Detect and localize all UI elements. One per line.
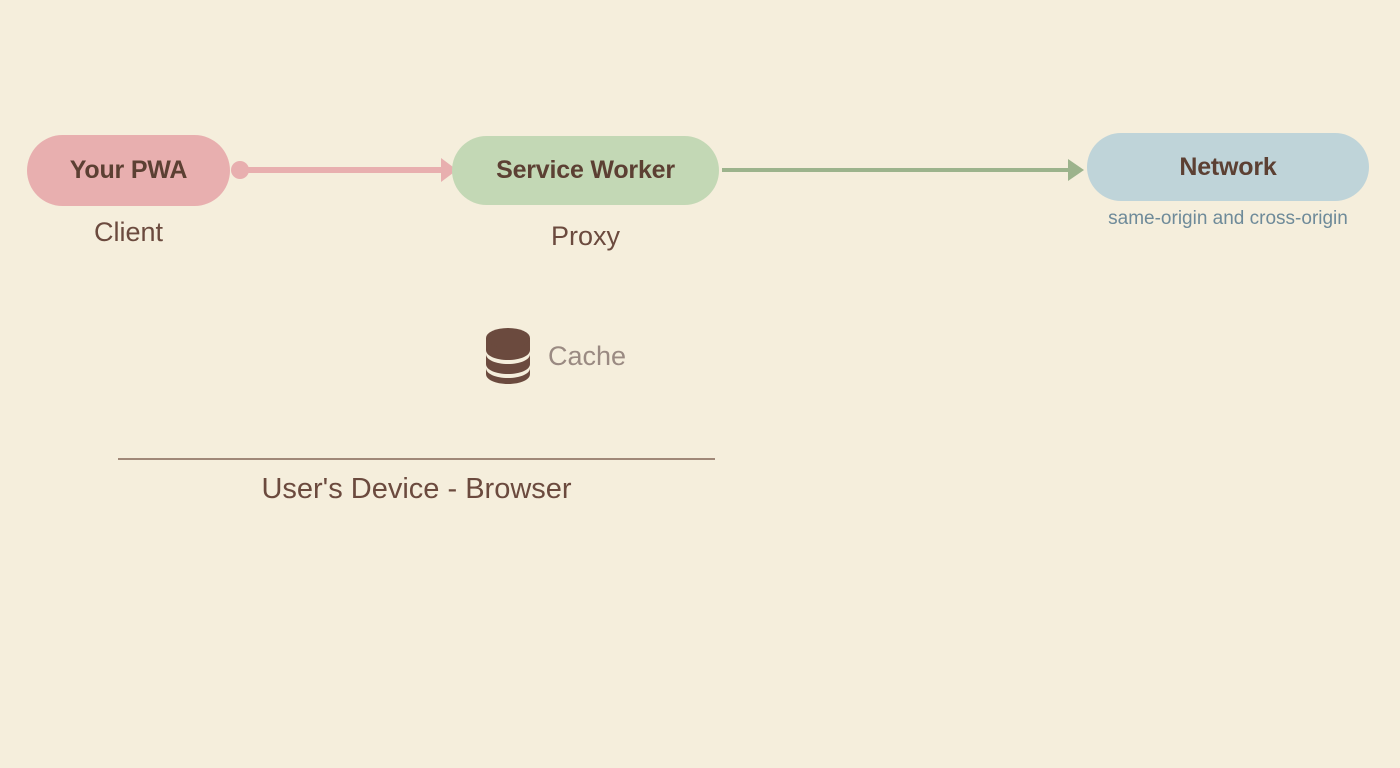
node-your-pwa[interactable]: Your PWA — [27, 135, 230, 206]
node-service-worker[interactable]: Service Worker — [452, 136, 719, 205]
cache-label: Cache — [548, 340, 627, 371]
database-icon — [486, 328, 530, 384]
caption-client: Client — [93, 217, 164, 247]
connector-pwa-to-service-worker — [231, 158, 457, 182]
node-service-worker-label: Service Worker — [496, 156, 675, 184]
caption-proxy: Proxy — [550, 221, 621, 251]
device-boundary-label: User's Device - Browser — [261, 473, 572, 505]
cache-group[interactable]: Cache — [484, 327, 626, 385]
device-boundary-divider — [118, 458, 715, 460]
caption-network-origins: same-origin and cross-origin — [1108, 208, 1348, 229]
node-network[interactable]: Network — [1087, 133, 1369, 201]
node-network-label: Network — [1179, 152, 1277, 181]
connector-service-worker-to-network — [722, 159, 1084, 181]
node-your-pwa-label: Your PWA — [69, 156, 188, 184]
arrowhead-icon — [1068, 159, 1084, 181]
connector-start-dot-icon — [231, 161, 249, 179]
